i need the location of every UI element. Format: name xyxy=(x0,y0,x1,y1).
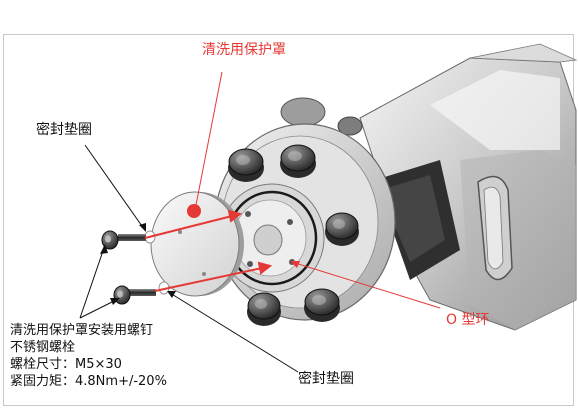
label-gasket-top: 密封垫圈 xyxy=(36,122,92,138)
leader-lines xyxy=(79,71,441,373)
bolt-top xyxy=(101,230,146,250)
cleaning-cover xyxy=(150,191,244,297)
label-cleaning-cover: 清洗用保护罩 xyxy=(202,42,286,58)
bolt-spec-line3: 螺栓尺寸：M5×30 xyxy=(10,357,122,372)
label-gasket-bottom: 密封垫圈 xyxy=(298,371,354,387)
robot-arm xyxy=(280,43,578,331)
bolt-spec-line2: 不锈钢螺栓 xyxy=(10,340,76,355)
bolt-spec-line1: 清洗用保护罩安装用螺钉 xyxy=(10,323,154,338)
bolt-bottom xyxy=(113,285,156,305)
label-o-ring: O 型环 xyxy=(446,312,490,328)
assembly-arrows xyxy=(144,209,273,292)
cover-red-marker xyxy=(187,204,201,218)
bolt-spec-line4: 紧固力矩：4.8Nm+/-20% xyxy=(10,374,167,389)
flange-nuts xyxy=(228,144,359,326)
bolt-spec-block: 清洗用保护罩安装用螺钉 不锈钢螺栓 螺栓尺寸：M5×30 紧固力矩：4.8Nm+… xyxy=(10,322,167,390)
